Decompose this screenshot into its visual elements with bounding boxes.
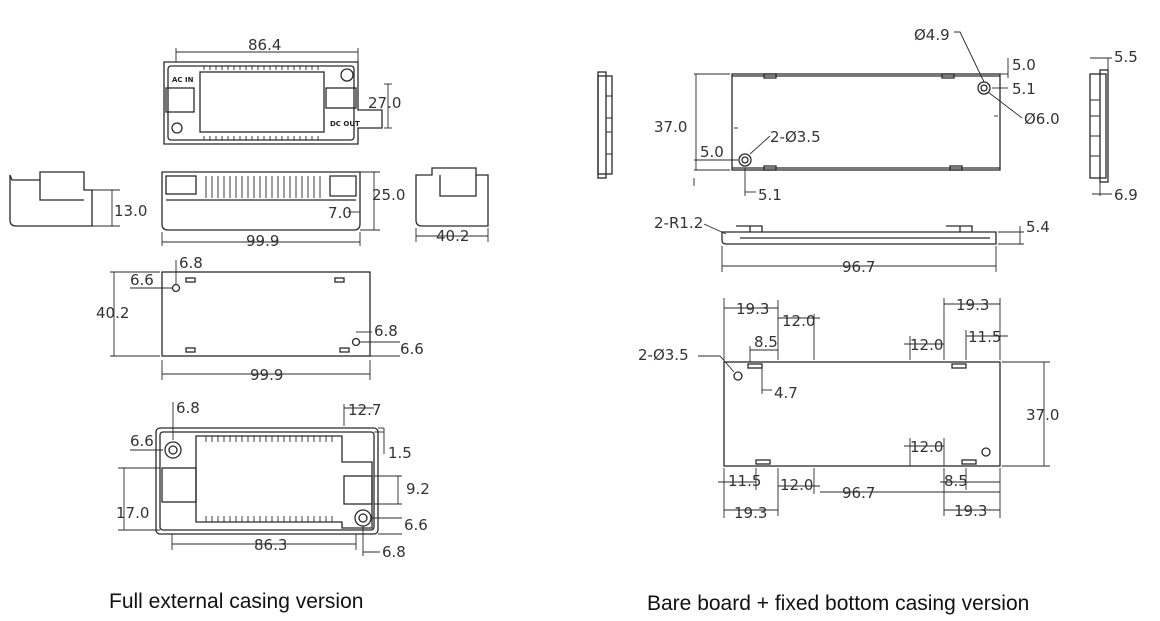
dim-bot-hole-x: 6.8 bbox=[179, 254, 203, 272]
ac-in-label: AC IN bbox=[172, 76, 194, 84]
dc-out-label: DC OUT bbox=[330, 120, 360, 128]
dim-pv-tl-in: 8.5 bbox=[754, 333, 778, 351]
dim-top-height: 27.0 bbox=[368, 94, 401, 112]
dim-pv-tl-outer: 19.3 bbox=[736, 300, 769, 318]
dim-pv-br-outer: 19.3 bbox=[954, 502, 987, 520]
dim-bot-height: 40.2 bbox=[96, 304, 129, 322]
caption-right: Bare board + fixed bottom casing version bbox=[647, 592, 1029, 615]
dim-pv-tr-slot: 12.0 bbox=[910, 336, 943, 354]
dim-bot-length: 99.9 bbox=[250, 366, 283, 384]
right-plan-view: 19.3 12.0 8.5 19.3 12.0 11.5 2-Ø3.5 4.7 … bbox=[638, 296, 1059, 522]
right-end-view-right: 5.5 6.9 bbox=[1089, 48, 1138, 204]
left-end-view-left: 13.0 bbox=[9, 171, 147, 227]
left-end-view-right: 40.2 bbox=[415, 167, 489, 245]
dim-bot-hole-y: 6.6 bbox=[130, 271, 154, 289]
dim-in-right-x: 6.8 bbox=[382, 543, 406, 561]
dim-pv-hole-off: 4.7 bbox=[774, 384, 798, 402]
dim-side-foot: 7.0 bbox=[328, 204, 352, 222]
left-side-view: 25.0 7.0 99.9 bbox=[161, 171, 405, 250]
dim-side-height: 25.0 bbox=[372, 186, 405, 204]
dim-pv-height: 37.0 bbox=[1026, 406, 1059, 424]
dim-pv-br-in: 8.5 bbox=[944, 472, 968, 490]
dim-top-width: 86.4 bbox=[248, 36, 281, 54]
dim-rt-hole-dia: Ø6.0 bbox=[1024, 110, 1060, 128]
dim-in-left-height: 17.0 bbox=[116, 504, 149, 522]
left-inner-view: 6.8 6.6 12.7 1.5 9.2 17.0 6.6 86.3 6.8 bbox=[116, 399, 430, 561]
dim-rs-thickness: 5.4 bbox=[1026, 218, 1050, 236]
dim-pv-bl-outer: 19.3 bbox=[734, 504, 767, 522]
dim-in-slot: 9.2 bbox=[406, 480, 430, 498]
dim-re-top: 5.5 bbox=[1114, 48, 1138, 66]
dim-end-right-width: 40.2 bbox=[436, 227, 469, 245]
dim-rs-length: 96.7 bbox=[842, 258, 875, 276]
dim-in-inner-length: 86.3 bbox=[254, 536, 287, 554]
dim-pv-tr-outer: 19.3 bbox=[956, 296, 989, 314]
dim-re-bottom: 6.9 bbox=[1114, 186, 1138, 204]
dim-rs-radius: 2-R1.2 bbox=[654, 214, 703, 232]
dim-rt-holes: 2-Ø3.5 bbox=[770, 128, 821, 146]
dim-in-hole-x: 6.8 bbox=[176, 399, 200, 417]
dim-pv-length: 96.7 bbox=[842, 484, 875, 502]
dim-in-wall: 1.5 bbox=[388, 444, 412, 462]
dim-side-length: 99.9 bbox=[246, 232, 279, 250]
right-side-view: 2-R1.2 5.4 96.7 bbox=[654, 214, 1050, 276]
dim-pv-holes: 2-Ø3.5 bbox=[638, 346, 689, 364]
left-top-view: 86.4 AC IN DC OUT 27.0 bbox=[163, 36, 401, 145]
dim-in-hole-y: 6.6 bbox=[130, 432, 154, 450]
dim-bot-hole2-y: 6.6 bbox=[400, 340, 424, 358]
dim-pv-tr-in: 11.5 bbox=[968, 328, 1001, 346]
dim-rt-off-side: 5.1 bbox=[1012, 80, 1036, 98]
dim-rt-off-left: 5.0 bbox=[700, 143, 724, 161]
dim-bot-hole2-x: 6.8 bbox=[374, 322, 398, 340]
dim-pv-bl-in: 11.5 bbox=[728, 472, 761, 490]
dim-pv-tl-slot: 12.0 bbox=[782, 312, 815, 330]
right-top-view: Ø4.9 5.0 5.1 Ø6.0 37.0 2-Ø3.5 5.0 5.1 bbox=[654, 26, 1060, 204]
dim-pv-bl-slot: 12.0 bbox=[780, 476, 813, 494]
dim-end-left-height: 13.0 bbox=[114, 202, 147, 220]
dim-rt-off-bottom: 5.1 bbox=[758, 186, 782, 204]
dim-rt-height: 37.0 bbox=[654, 118, 687, 136]
dim-in-offset: 12.7 bbox=[348, 401, 381, 419]
caption-left: Full external casing version bbox=[109, 590, 363, 613]
left-bottom-view: 6.8 6.6 40.2 6.8 6.6 99.9 bbox=[96, 254, 424, 384]
dim-rt-hole-big: Ø4.9 bbox=[914, 26, 950, 44]
right-end-view-left bbox=[597, 71, 613, 179]
dim-pv-br-slot: 12.0 bbox=[910, 438, 943, 456]
dim-in-right-y: 6.6 bbox=[404, 516, 428, 534]
dim-rt-off-top: 5.0 bbox=[1012, 56, 1036, 74]
